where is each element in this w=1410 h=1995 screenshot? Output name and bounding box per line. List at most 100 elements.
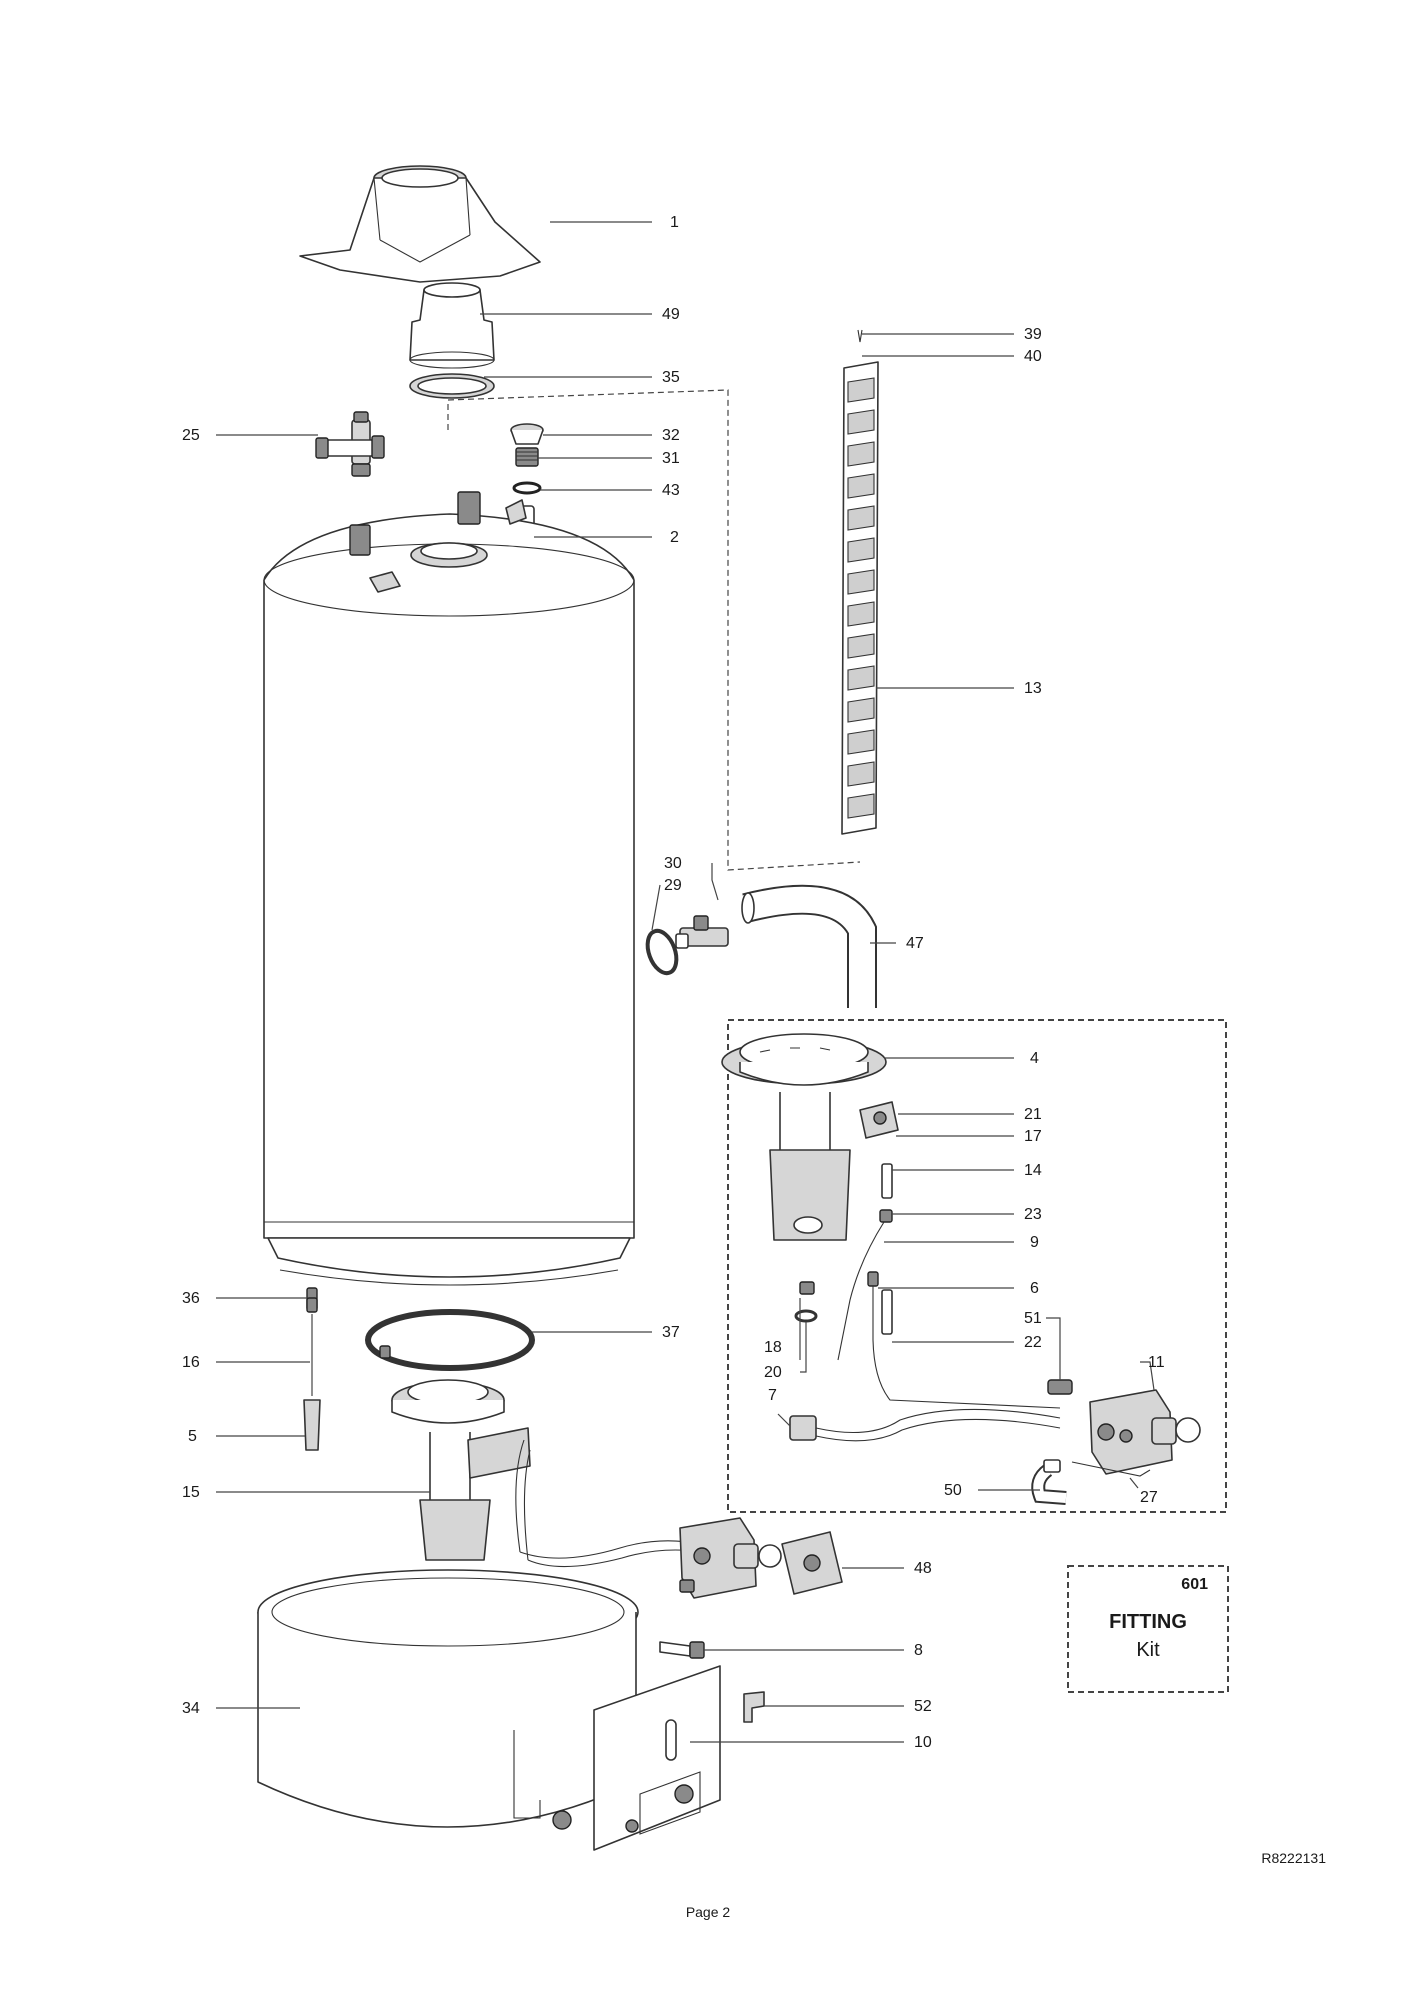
part-34-base-skirt <box>257 1569 639 1830</box>
label-20: 20 <box>764 1364 782 1381</box>
part-30-connector <box>675 915 729 949</box>
part-1-flue-hood <box>299 165 541 283</box>
label-30: 30 <box>664 855 682 872</box>
label-35: 35 <box>662 369 680 386</box>
label-36: 36 <box>182 1290 200 1307</box>
label-23: 23 <box>1024 1206 1042 1223</box>
part-48-cover <box>781 1531 843 1595</box>
burner-stem <box>769 1092 851 1241</box>
baffle-slot <box>847 729 875 755</box>
label-1: 1 <box>670 214 679 231</box>
part-50-elbow <box>1031 1459 1067 1505</box>
label-7: 7 <box>768 1387 777 1404</box>
part-11-gas-valve <box>1089 1389 1201 1475</box>
label-13: 13 <box>1024 680 1042 697</box>
part-43-o-ring <box>512 481 542 495</box>
label-37: 37 <box>662 1324 680 1341</box>
assembly-guide-line <box>447 389 861 871</box>
label-39: 39 <box>1024 326 1042 343</box>
part-22-pilot <box>881 1289 893 1335</box>
label-2: 2 <box>670 529 679 546</box>
label-31: 31 <box>662 450 680 467</box>
baffle-slot <box>847 665 875 691</box>
part-36-fitting <box>306 1297 318 1313</box>
part-49-flue-sleeve <box>409 282 495 369</box>
baffle-slot <box>847 601 875 627</box>
part-9-lead <box>837 1221 885 1361</box>
part-7-connector <box>789 1408 1061 1442</box>
baffle-slot <box>847 537 875 563</box>
label-18: 18 <box>764 1339 782 1356</box>
fitting-kit-box: 601 FITTING Kit <box>1067 1565 1229 1693</box>
part-15-burner-assembly <box>391 1379 782 1599</box>
part-27-bracket <box>1071 1461 1151 1477</box>
label-17: 17 <box>1024 1128 1042 1145</box>
part-39-hook <box>857 329 863 343</box>
kit-title: FITTING <box>1109 1611 1187 1633</box>
label-32: 32 <box>662 427 680 444</box>
label-50: 50 <box>944 1482 962 1499</box>
label-14: 14 <box>1024 1162 1042 1179</box>
label-15: 15 <box>182 1484 200 1501</box>
baffle-slot <box>847 697 875 723</box>
part-51-fitting <box>1047 1379 1073 1395</box>
part-10-access-panel <box>593 1665 721 1851</box>
label-10: 10 <box>914 1734 932 1751</box>
part-8-piezo <box>659 1641 705 1659</box>
part-labels: 1 49 35 25 32 31 43 2 39 40 13 30 29 47 … <box>182 214 1165 1751</box>
label-9: 9 <box>1030 1234 1039 1251</box>
baffle-slot <box>847 633 875 659</box>
baffle-slot <box>847 569 875 595</box>
part-25-valve-fitting <box>315 411 385 477</box>
kit-subtitle: Kit <box>1136 1639 1160 1661</box>
label-52: 52 <box>914 1698 932 1715</box>
part-5-clip <box>303 1399 321 1451</box>
part-31-nipple <box>515 447 539 467</box>
baffle-slot <box>847 761 875 787</box>
kit-boundary <box>727 1019 1227 1513</box>
part-6-thermocouple <box>867 1271 1061 1409</box>
leader-lines <box>216 221 1155 1743</box>
label-40: 40 <box>1024 348 1042 365</box>
baffle-slot <box>847 441 875 467</box>
label-11: 11 <box>1148 1354 1165 1371</box>
baffle-slots <box>847 377 875 819</box>
label-8: 8 <box>914 1642 923 1659</box>
baffle-slot <box>847 793 875 819</box>
label-21: 21 <box>1024 1106 1042 1123</box>
label-43: 43 <box>662 482 680 499</box>
label-29: 29 <box>664 877 682 894</box>
drawing-reference: R8222131 <box>1261 1850 1326 1866</box>
part-23-nut <box>879 1209 893 1223</box>
label-4: 4 <box>1030 1050 1039 1067</box>
part-29-washer <box>645 928 679 976</box>
part-52-bracket <box>743 1691 765 1723</box>
baffle-slot <box>847 505 875 531</box>
label-6: 6 <box>1030 1280 1039 1297</box>
part-37-base-ring <box>365 1309 535 1371</box>
label-25: 25 <box>182 427 200 444</box>
baffle-slot <box>847 473 875 499</box>
label-16: 16 <box>182 1354 200 1371</box>
part-32-cap <box>510 423 544 445</box>
part-47-flexible-pipe <box>741 884 877 1008</box>
kit-code: 601 <box>1181 1576 1208 1593</box>
label-47: 47 <box>906 935 924 952</box>
label-34: 34 <box>182 1700 200 1717</box>
part-13-flue-baffle <box>841 361 879 835</box>
tank-body <box>263 491 635 1311</box>
part-18-nut <box>799 1281 815 1295</box>
part-35-seal-ring <box>409 373 495 399</box>
label-22: 22 <box>1024 1334 1042 1351</box>
label-5: 5 <box>188 1428 197 1445</box>
part-4-burner <box>721 1033 887 1086</box>
baffle-slot <box>847 409 875 435</box>
baffle-slot <box>847 377 875 403</box>
label-27: 27 <box>1140 1489 1158 1506</box>
part-20-washer <box>794 1309 818 1323</box>
label-49: 49 <box>662 306 680 323</box>
part-14-electrode <box>881 1163 893 1199</box>
label-51: 51 <box>1024 1310 1042 1327</box>
label-48: 48 <box>914 1560 932 1577</box>
